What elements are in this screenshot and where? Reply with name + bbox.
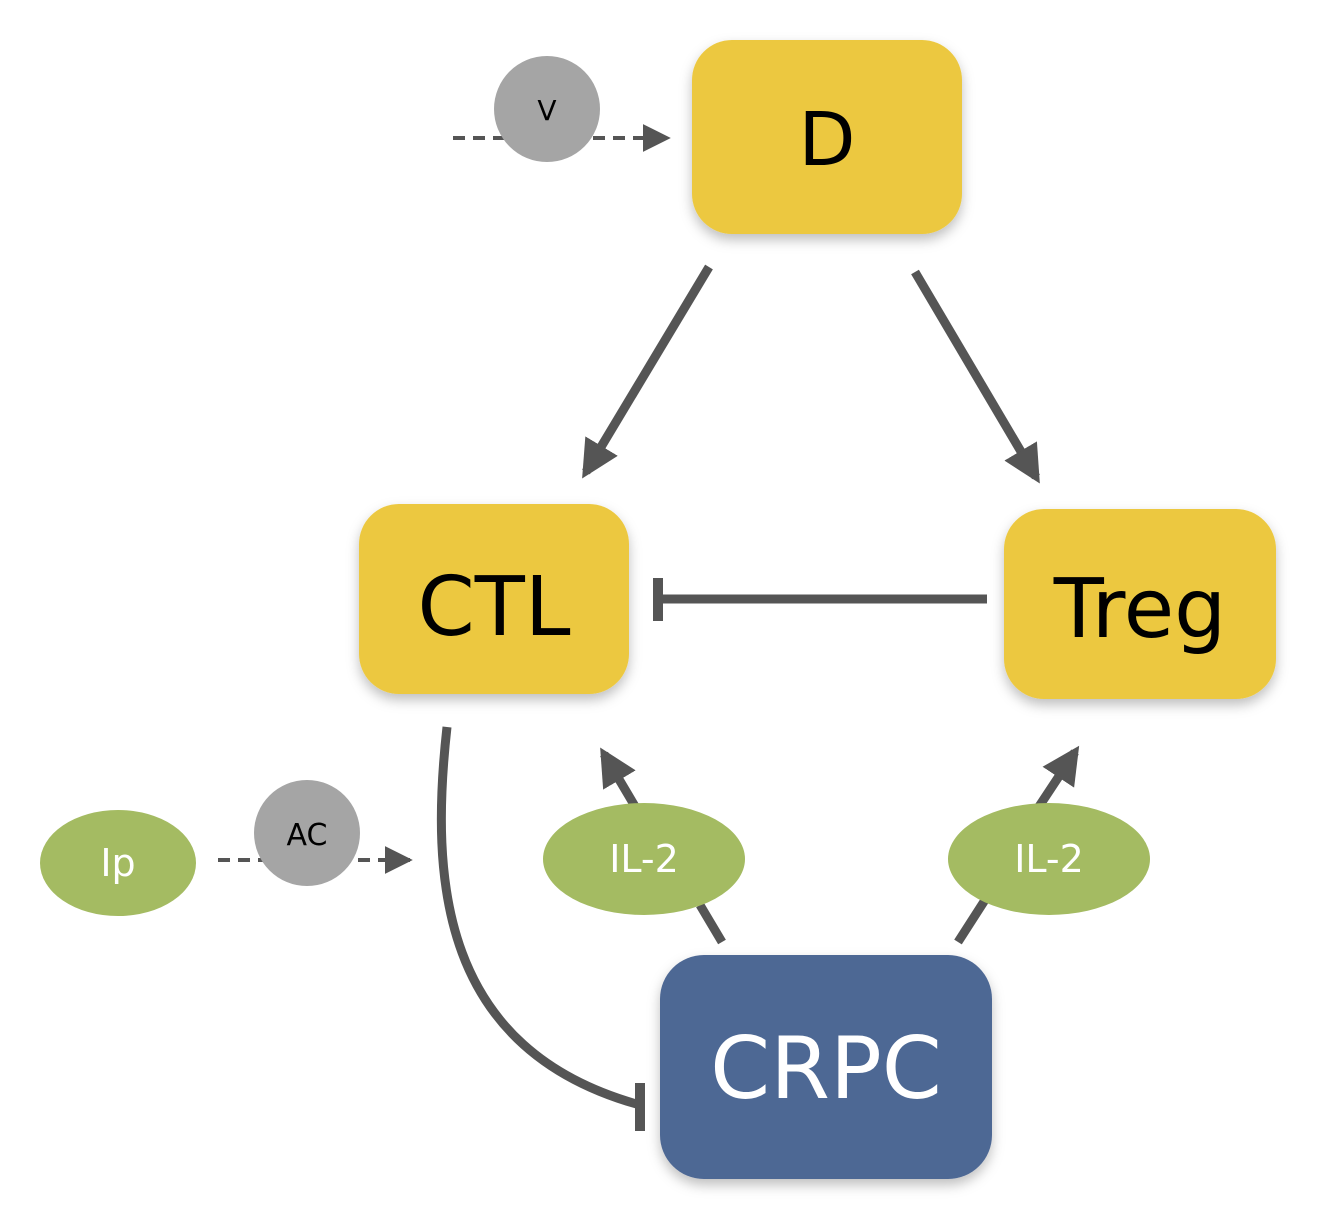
node-treg [1004,509,1276,699]
edge-treg-inhibits-ctl [653,578,987,621]
node-ctl-label: CTL [417,560,570,655]
node-crpc-label: CRPC [710,1019,942,1119]
node-d-label: D [799,97,856,183]
node-il2-left [543,803,745,915]
edge-d-to-treg [911,269,1040,484]
node-treg-label: Treg [1053,562,1226,657]
node-v [494,56,600,162]
node-ctl [359,504,629,694]
node-il2-left-label: IL-2 [609,837,679,881]
node-il2-right-label: IL-2 [1014,837,1084,881]
node-crpc [660,955,992,1179]
node-d [692,40,962,234]
node-ac [254,780,360,886]
edge-crpc-il2-to-ctl [600,747,726,945]
edge-d-to-ctl [582,264,713,479]
edge-crpc-il2-to-treg [954,745,1080,945]
node-il2-right [948,803,1150,915]
node-ip-label: Ip [100,841,135,885]
node-ip [40,810,196,916]
edge-ctl-inhibits-crpc [436,726,645,1131]
node-ac-label: AC [287,818,328,853]
node-v-label: V [537,94,556,127]
